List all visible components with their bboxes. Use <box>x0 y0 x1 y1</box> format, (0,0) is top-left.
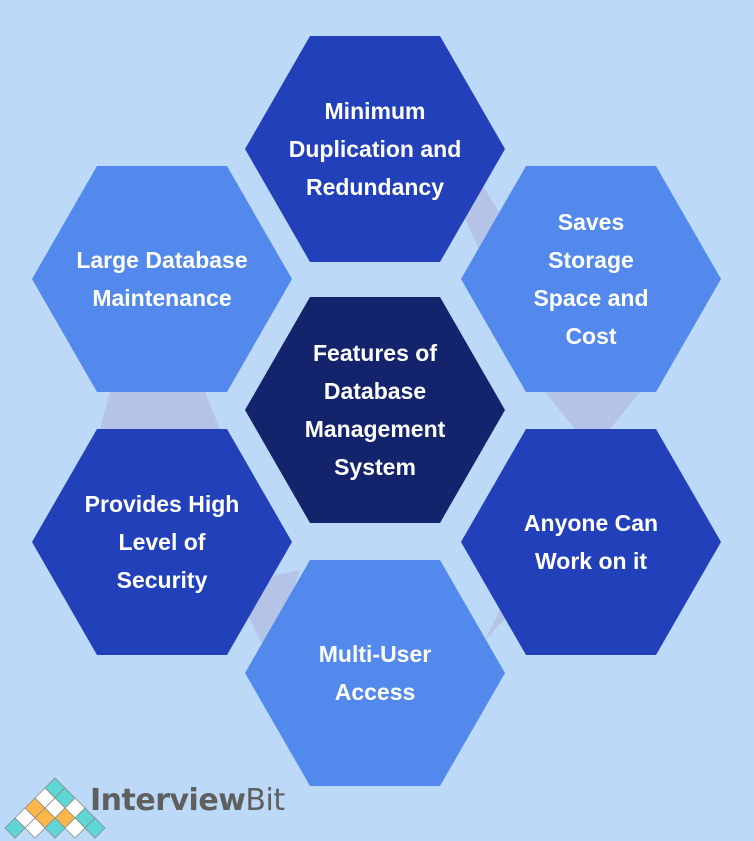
feature-top-label-line-2: Redundancy <box>305 174 445 200</box>
feature-bottom-label-line-1: Access <box>334 679 416 705</box>
feature-upper-right-label-line-1: Storage <box>548 247 634 273</box>
connector-1 <box>545 392 640 429</box>
logo-diamond <box>84 817 106 839</box>
feature-lower-left-label-line-2: Security <box>116 567 208 593</box>
connector-4 <box>100 392 220 429</box>
center-title-label-line-2: Management <box>304 416 446 442</box>
feature-lower-right-label-line-0: Anyone Can <box>523 510 659 536</box>
center-title-hexagon <box>245 297 505 523</box>
feature-top-hexagon <box>245 36 505 262</box>
connector-3 <box>245 570 300 660</box>
feature-top-label-line-1: Duplication and <box>288 136 462 162</box>
feature-upper-left-label-line-1: Maintenance <box>92 285 232 311</box>
logo-diamond <box>24 817 46 839</box>
center-title-label-line-0: Features of <box>313 340 437 366</box>
logo-brand-thin: Bit <box>245 783 285 818</box>
feature-lower-right-label-line-1: Work on it <box>534 548 647 574</box>
feature-lower-right-hexagon <box>461 429 721 655</box>
feature-upper-left-hexagon <box>32 166 292 392</box>
feature-bottom-label-line-0: Multi-User <box>318 641 432 667</box>
feature-bottom-hexagon <box>245 560 505 786</box>
interviewbit-logo-icon <box>4 777 106 839</box>
feature-upper-left-label-line-0: Large Database <box>76 247 248 273</box>
feature-lower-left-label-line-0: Provides High <box>84 491 240 517</box>
feature-upper-right-hexagon <box>461 166 721 392</box>
feature-lower-left-hexagon <box>32 429 292 655</box>
logo-diamond <box>64 817 86 839</box>
logo-diamond <box>4 817 26 839</box>
logo-brand-bold: Interview <box>90 783 246 818</box>
logo-diamond <box>44 817 66 839</box>
feature-upper-right-label-line-0: Saves <box>557 209 625 235</box>
feature-top-label-line-0: Minimum <box>324 98 426 124</box>
hexagons <box>32 36 721 786</box>
center-title-label-line-3: System <box>334 454 416 480</box>
center-title-label-line-1: Database <box>323 378 427 404</box>
feature-upper-right-label-line-3: Cost <box>565 323 617 349</box>
feature-lower-left-label-line-1: Level of <box>118 529 206 555</box>
feature-upper-right-label-line-2: Space and <box>533 285 649 311</box>
interviewbit-logo-text: InterviewBit <box>90 783 285 818</box>
